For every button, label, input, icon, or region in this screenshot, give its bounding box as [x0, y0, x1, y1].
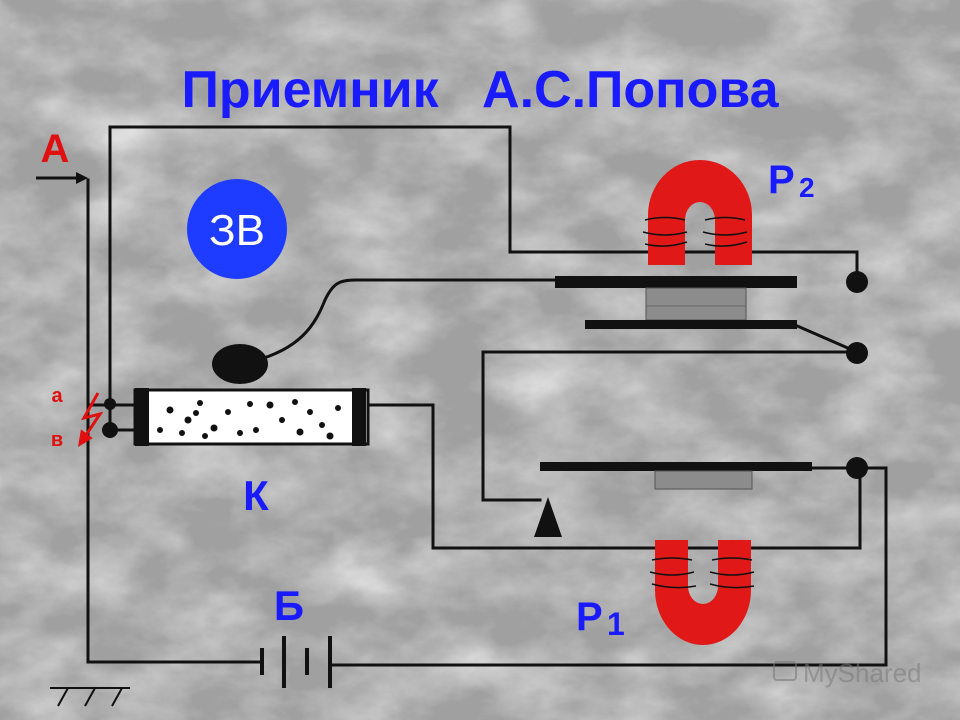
relay1-contact	[846, 457, 868, 479]
relay2-contact-top	[846, 271, 868, 293]
relay2-contact-mid	[846, 342, 868, 364]
wire-bell-hammer	[248, 278, 562, 364]
contact-b-dot	[102, 422, 118, 438]
relay1-label: P 1	[576, 595, 625, 642]
antenna-label: А	[41, 127, 70, 171]
watermark-icon	[773, 661, 797, 681]
wire-coherer-right	[366, 403, 862, 550]
contact-b-label: в	[51, 429, 63, 451]
bell-hammer	[212, 344, 268, 384]
bell-label: ЗВ	[209, 206, 265, 255]
battery-label: Б	[274, 582, 304, 629]
page-title: Приемник А.С.Попова	[181, 61, 779, 119]
bell-circle	[187, 179, 287, 279]
contact-a-label: а	[51, 385, 63, 407]
antenna	[36, 172, 88, 184]
contact-a-dot	[104, 398, 116, 410]
relay2-magnet	[642, 160, 752, 265]
wire-contact-mid	[481, 350, 859, 502]
relay1-label-sub: 1	[607, 606, 625, 642]
watermark-text: MyShared	[803, 658, 922, 688]
relay2-armature	[555, 276, 797, 329]
coherer-tube	[133, 388, 370, 446]
watermark: MyShared	[773, 658, 922, 688]
wire-armature2	[793, 323, 859, 354]
trigger-triangle	[534, 497, 562, 537]
spark-arrow-left	[77, 392, 104, 447]
coherer-label: К	[243, 472, 269, 519]
relay2-label-main: P	[768, 158, 795, 202]
battery	[260, 636, 332, 688]
relay2-label: P 2	[768, 158, 815, 203]
ground-symbol	[50, 687, 130, 707]
coherer-filings	[157, 399, 341, 440]
relay1-magnet	[649, 540, 755, 645]
wire-left-rail-top	[108, 125, 859, 427]
relay1-armature	[540, 462, 812, 490]
relay1-label-main: P	[576, 595, 603, 639]
relay2-label-sub: 2	[799, 172, 815, 203]
